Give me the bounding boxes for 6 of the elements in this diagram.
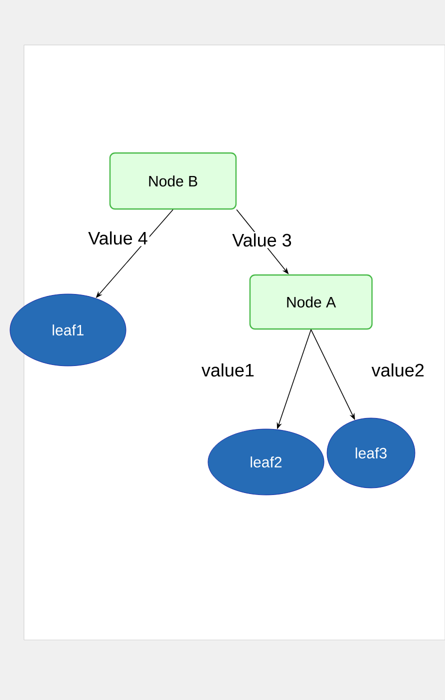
edge-label: Value 3 — [230, 232, 294, 248]
edge-label: Value 4 — [86, 230, 150, 246]
node-box: Node A — [249, 274, 373, 330]
edge-label: value2 — [370, 362, 426, 378]
edge-label: value1 — [200, 362, 256, 378]
node-box: Node B — [109, 152, 237, 210]
